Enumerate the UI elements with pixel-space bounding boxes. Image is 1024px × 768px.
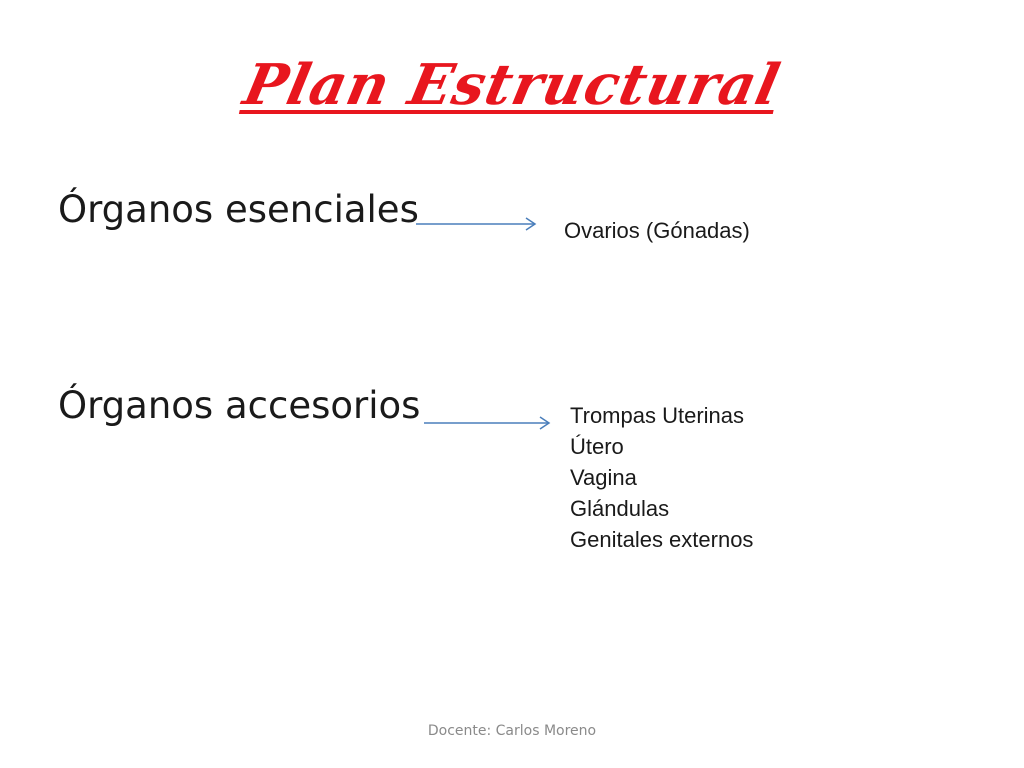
essential-organ-item: Ovarios (Gónadas) [564, 218, 750, 243]
accessory-organs-list: Trompas Uterinas Útero Vagina Glándulas … [570, 400, 753, 555]
list-item: Útero [570, 434, 624, 459]
heading-essential-organs: Órganos esenciales [58, 188, 419, 231]
slide-footer: Docente: Carlos Moreno [427, 723, 597, 739]
heading-accessory-organs: Órganos accesorios [58, 384, 421, 427]
slide-title: Plan Estructural [238, 52, 786, 118]
list-item: Vagina [570, 465, 637, 490]
arrow-right-icon [416, 217, 537, 231]
list-item: Glándulas [570, 496, 670, 521]
list-item: Genitales externos [570, 527, 754, 552]
list-item: Trompas Uterinas [570, 403, 745, 428]
arrow-right-icon [424, 416, 551, 430]
